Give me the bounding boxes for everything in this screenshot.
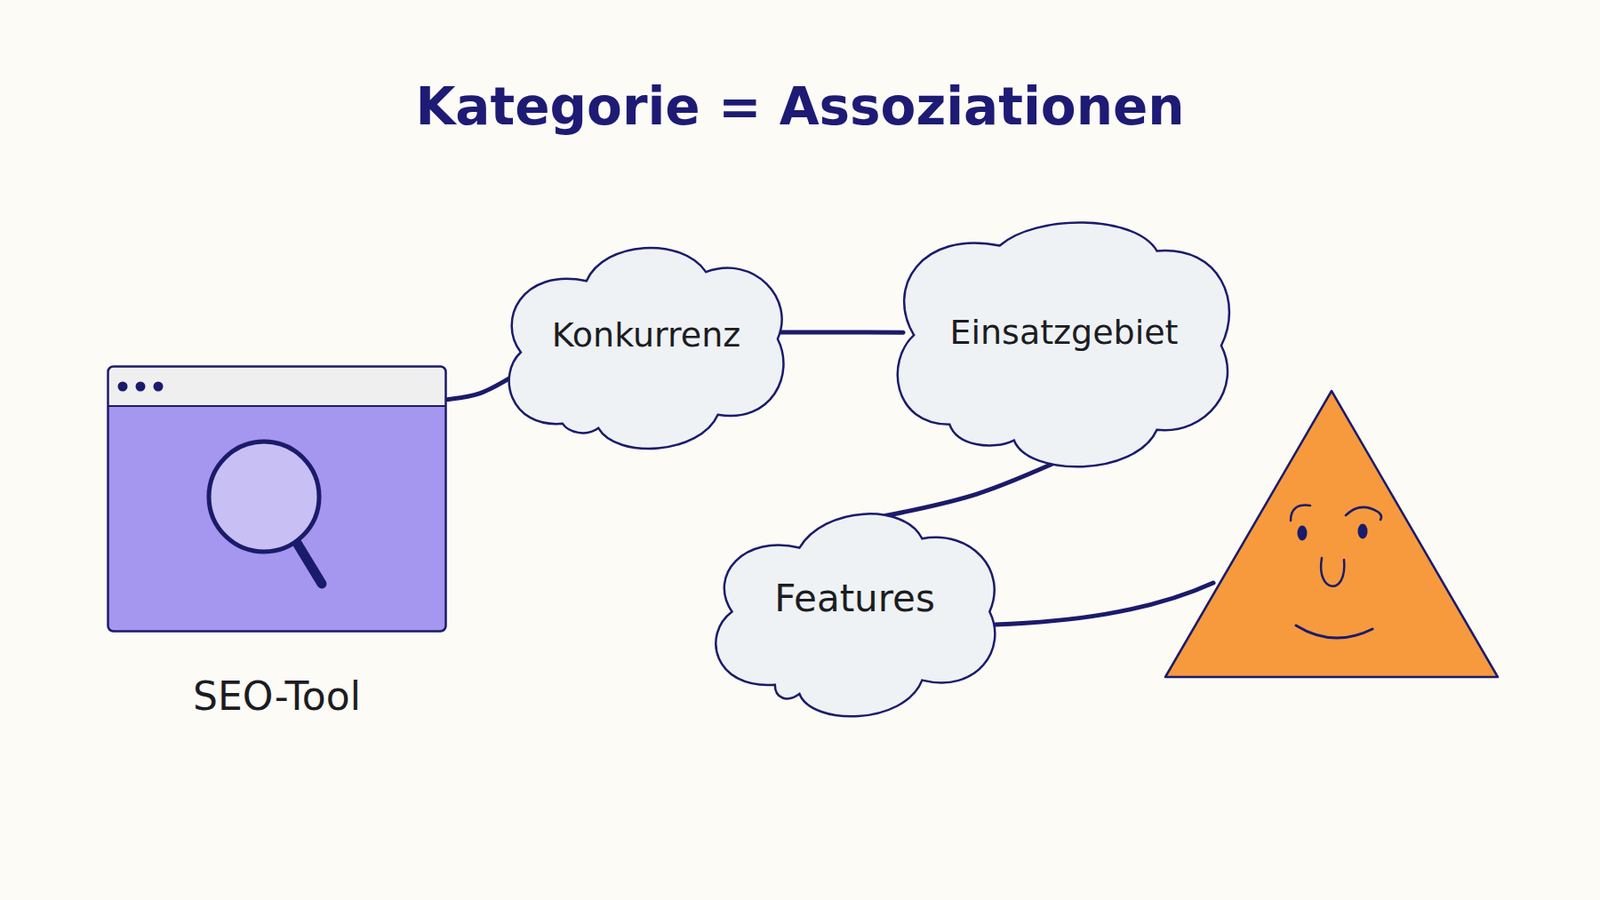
node-caption: SEO-Tool: [53, 673, 501, 721]
connector-line: [885, 458, 1064, 516]
magnifier-handle: [296, 543, 322, 584]
cloud-label: Einsatzgebiet: [949, 312, 1178, 352]
magnifier-lens: [208, 441, 320, 552]
association-cloud: Einsatzgebiet: [885, 214, 1243, 478]
cloud-shape: [897, 223, 1230, 468]
character-eye: [1358, 524, 1368, 540]
character-eye: [1297, 526, 1308, 542]
cloud-label: Konkurrenz: [552, 315, 741, 355]
window-body: [108, 367, 447, 632]
window-dot: [136, 382, 146, 392]
window-dot: [118, 382, 128, 392]
connector-line: [443, 376, 512, 400]
association-cloud: Konkurrenz: [496, 236, 796, 460]
window-dot: [153, 382, 164, 392]
diagram-title: Kategorie = Assoziationen: [0, 76, 1600, 139]
character-smile: [1296, 625, 1373, 639]
association-cloud: Features: [701, 497, 1008, 727]
header-divider: [108, 405, 447, 408]
cloud-shape: [509, 248, 784, 449]
window-outline: [106, 365, 448, 633]
cloud-shape: [715, 513, 995, 717]
window-frame: [108, 367, 447, 632]
cloud-label: Features: [774, 576, 936, 621]
window-header: [108, 367, 447, 408]
browser-window: SEO-Tool: [106, 365, 448, 633]
character-eyebrow: [1345, 507, 1382, 520]
triangle-character: [1165, 391, 1498, 678]
character-nose: [1320, 558, 1344, 587]
connector-wire: [995, 583, 1214, 625]
connector-line: [780, 329, 904, 335]
character-eyebrow: [1290, 505, 1311, 521]
